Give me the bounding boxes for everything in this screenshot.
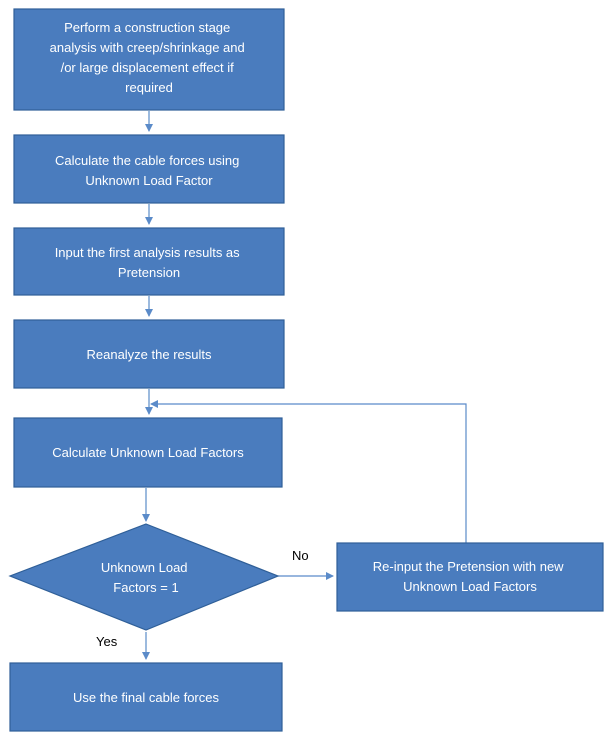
decision-line-1: Unknown Load bbox=[101, 560, 188, 575]
step1-line-3: /or large displacement effect if bbox=[61, 60, 235, 75]
process-box bbox=[13, 134, 285, 204]
svg-text:Input the first analysis resul: Input the first analysis results as Pret… bbox=[55, 245, 244, 280]
node-step5: Calculate Unknown Load Factors bbox=[13, 417, 283, 488]
svg-text:Re-input the Pretension with n: Re-input the Pretension with new Unknown… bbox=[373, 559, 567, 594]
step1-line-2: analysis with creep/shrinkage and bbox=[50, 40, 245, 55]
node-reinput: Re-input the Pretension with new Unknown… bbox=[336, 542, 604, 612]
process-box bbox=[13, 319, 285, 389]
svg-text:Unknown Load Factors = 1: Unknown Load Factors = 1 bbox=[101, 560, 191, 595]
step5-line-1: Calculate Unknown Load Factors bbox=[52, 445, 244, 460]
decision-diamond bbox=[8, 523, 280, 631]
connectors bbox=[142, 111, 467, 660]
step2-line-2: Unknown Load Factor bbox=[85, 173, 213, 188]
process-box bbox=[336, 542, 604, 612]
svg-text:Perform a construction stage: Perform a construction stage analysis wi… bbox=[50, 20, 249, 95]
edge-label-yes: Yes bbox=[96, 634, 118, 649]
node-step4: Reanalyze the results bbox=[13, 319, 285, 389]
svg-text:Reanalyze the results: Reanalyze the results bbox=[86, 347, 212, 362]
step3-line-1: Input the first analysis results as bbox=[55, 245, 240, 260]
node-step1: Perform a construction stage analysis wi… bbox=[13, 8, 285, 111]
edge-label-no: No bbox=[292, 548, 309, 563]
step3-line-2: Pretension bbox=[118, 265, 180, 280]
final-line-1: Use the final cable forces bbox=[73, 690, 219, 705]
step1-line-1: Perform a construction stage bbox=[64, 20, 230, 35]
decision-line-2: Factors = 1 bbox=[113, 580, 178, 595]
node-final: Use the final cable forces bbox=[9, 662, 283, 732]
process-box bbox=[13, 417, 283, 488]
svg-text:Calculate the cable forces usi: Calculate the cable forces using Unknown… bbox=[55, 153, 243, 188]
svg-text:Calculate Unknown Load Factors: Calculate Unknown Load Factors bbox=[52, 445, 244, 460]
reinput-line-2: Unknown Load Factors bbox=[403, 579, 537, 594]
process-box bbox=[13, 8, 285, 111]
step1-line-4: required bbox=[125, 80, 173, 95]
process-box bbox=[9, 662, 283, 732]
node-step2: Calculate the cable forces using Unknown… bbox=[13, 134, 285, 204]
step4-line-1: Reanalyze the results bbox=[86, 347, 212, 362]
arrow-reinput-loop-back bbox=[150, 400, 467, 543]
reinput-line-1: Re-input the Pretension with new bbox=[373, 559, 564, 574]
step2-line-1: Calculate the cable forces using bbox=[55, 153, 239, 168]
svg-text:Use the final cable forces: Use the final cable forces bbox=[73, 690, 219, 705]
node-decision: Unknown Load Factors = 1 bbox=[8, 523, 280, 631]
node-step3: Input the first analysis results as Pret… bbox=[13, 227, 285, 296]
process-box bbox=[13, 227, 285, 296]
